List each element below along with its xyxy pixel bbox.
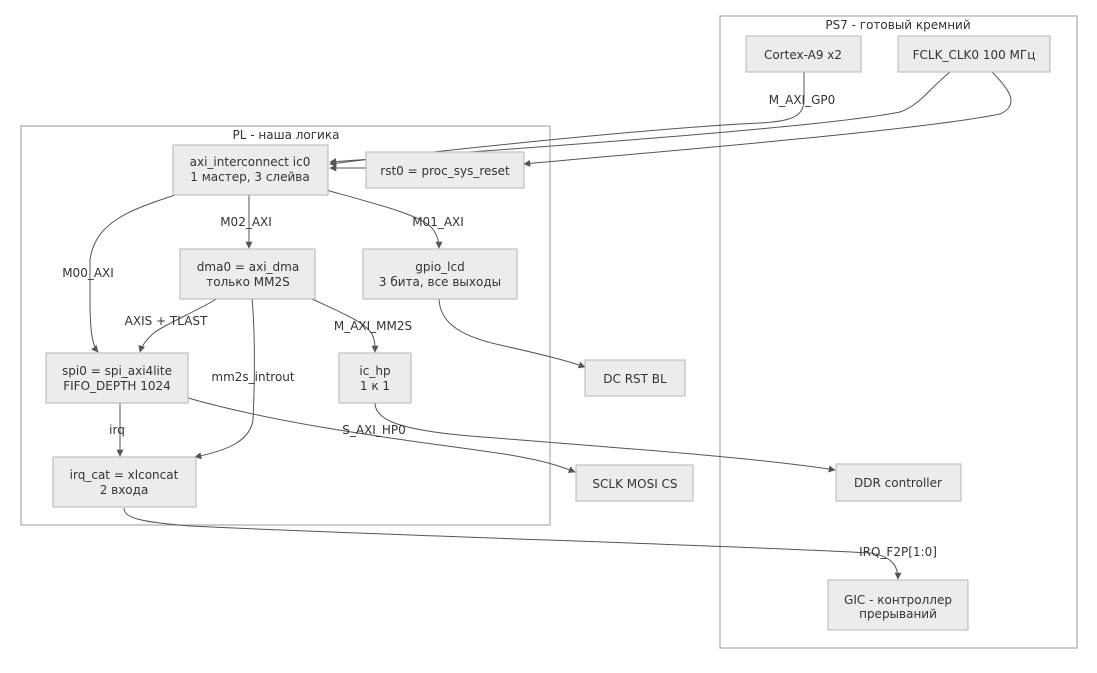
cluster-ps7-title: PS7 - готовый кремний [825,18,970,32]
node-dma0: dma0 = axi_dma только MM2S [179,248,316,300]
node-gpio-line2: 3 бита, все выходы [379,275,501,289]
edge-dma0-spi0 [138,297,219,353]
cluster-pl-title: PL - наша логика [233,128,340,142]
node-ddr-label: DDR controller [854,476,942,490]
node-gic: GIC - контроллер прерываний [827,579,969,631]
node-dma0-line2: только MM2S [206,275,289,289]
edge-dma0-ichp [309,297,379,353]
edge-label-irq-f2p: IRQ_F2P[1:0] [859,545,937,559]
node-irqcat: irq_cat = xlconcat 2 входа [52,456,197,508]
node-ic0-line2: 1 мастер, 3 слейва [190,170,309,184]
edge-cortex-ic0 [329,72,805,167]
edge-ic0-spi0 [89,194,176,353]
edge-irqcat-gic [123,507,902,580]
node-irqcat-line1: irq_cat = xlconcat [70,468,179,482]
edge-gpio-dcrst [438,298,586,369]
edge-spi0-sclk [187,397,576,473]
node-irqcat-line2: 2 входа [100,483,149,497]
node-gpio: gpio_lcd 3 бита, все выходы [362,248,518,300]
edge-label-irq: irq [109,423,125,437]
node-sclk: SCLK MOSI CS [575,464,694,502]
node-fclk: FCLK_CLK0 100 МГц [897,35,1051,73]
node-fclk-label: FCLK_CLK0 100 МГц [913,48,1036,62]
node-dma0-line1: dma0 = axi_dma [197,260,299,274]
cluster-ps7: PS7 - готовый кремний [719,15,1078,649]
node-ichp-line1: ic_hp [359,364,390,378]
edge-fclk-ic0 [329,71,951,166]
node-spi0-line2: FIFO_DEPTH 1024 [63,379,171,393]
node-ichp: ic_hp 1 к 1 [338,352,412,404]
node-cortex: Cortex-A9 x2 [745,35,862,73]
edge-label-m-axi-mm2s: M_AXI_MM2S [334,319,412,333]
edge-label-m00-axi: M00_AXI [62,266,114,280]
edge-label-m02-axi: M02_AXI [220,215,272,229]
edge-label-axis-tlast: AXIS + TLAST [125,314,208,328]
node-rst0-label: rst0 = proc_sys_reset [380,164,510,178]
edge-fclk-rst0 [523,71,1012,167]
edge-label-s-axi-hp0: S_AXI_HP0 [342,423,405,437]
node-cortex-label: Cortex-A9 x2 [764,48,842,62]
node-rst0: rst0 = proc_sys_reset [365,151,525,189]
node-ichp-line2: 1 к 1 [360,379,390,393]
node-spi0-line1: spi0 = spi_axi4lite [62,364,172,378]
node-ic0-line1: axi_interconnect ic0 [190,155,311,169]
edge-ic0-gpio [325,189,443,249]
node-spi0: spi0 = spi_axi4lite FIFO_DEPTH 1024 [45,352,189,404]
node-gpio-line1: gpio_lcd [415,260,464,274]
node-gic-line1: GIC - контроллер [844,593,952,607]
edge-dma0-irqcat [194,297,255,460]
node-gic-line2: прерываний [859,607,937,621]
node-ddr: DDR controller [835,463,962,502]
node-dcrst-label: DC RST BL [603,372,667,386]
node-dcrst: DC RST BL [584,359,686,397]
edge-label-mm2s-introut: mm2s_introut [211,370,295,384]
edges [89,71,1012,580]
edge-ichp-ddr [374,402,836,473]
edge-labels: M_AXI_GP0 M02_AXI M01_AXI M00_AXI AXIS +… [62,93,937,559]
node-sclk-label: SCLK MOSI CS [592,477,677,491]
edge-label-m01-axi: M01_AXI [412,215,464,229]
node-ic0: axi_interconnect ic0 1 мастер, 3 слейва [172,144,329,196]
edge-label-m-axi-gp0: M_AXI_GP0 [769,93,836,107]
cluster-pl: PL - наша логика [20,125,551,526]
